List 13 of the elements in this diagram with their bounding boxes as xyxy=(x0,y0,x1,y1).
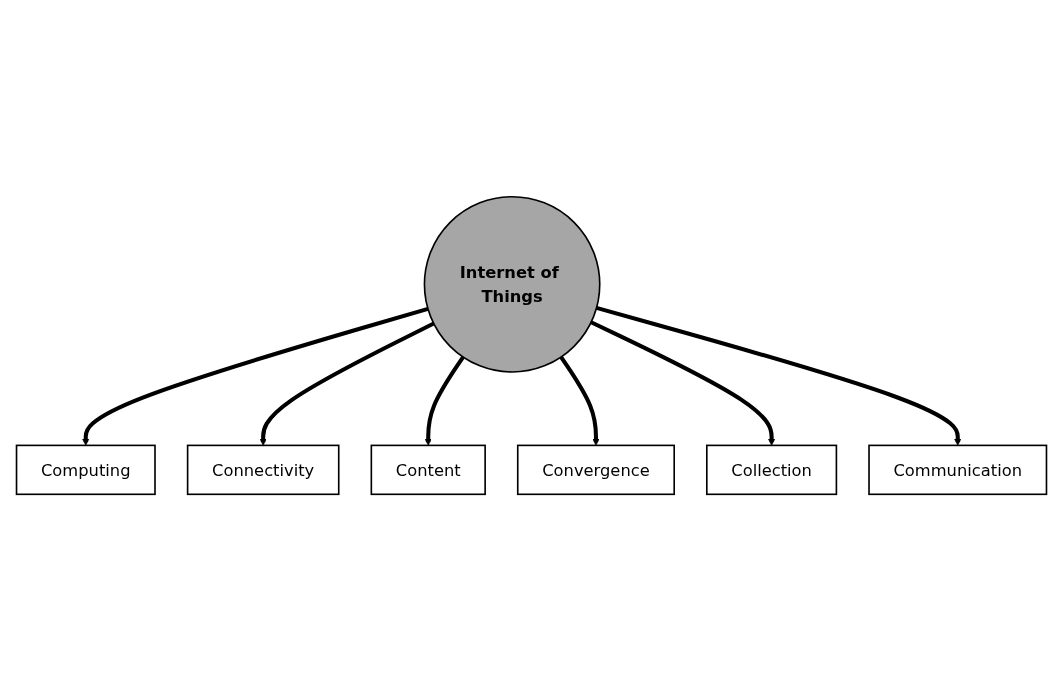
arrow xyxy=(595,305,962,446)
node-box: Content xyxy=(370,444,486,496)
arrow xyxy=(259,321,435,446)
node-box: Computing xyxy=(15,444,156,496)
arrow xyxy=(590,320,776,446)
node-circle: Internet of Things xyxy=(423,195,601,373)
arrow xyxy=(559,355,600,446)
node-box: Connectivity xyxy=(186,444,340,496)
node-box: Collection xyxy=(706,444,838,496)
node-box: Convergence xyxy=(516,444,675,496)
node-box: Communication xyxy=(868,444,1048,496)
arrow xyxy=(424,355,465,446)
arrow xyxy=(82,306,429,446)
